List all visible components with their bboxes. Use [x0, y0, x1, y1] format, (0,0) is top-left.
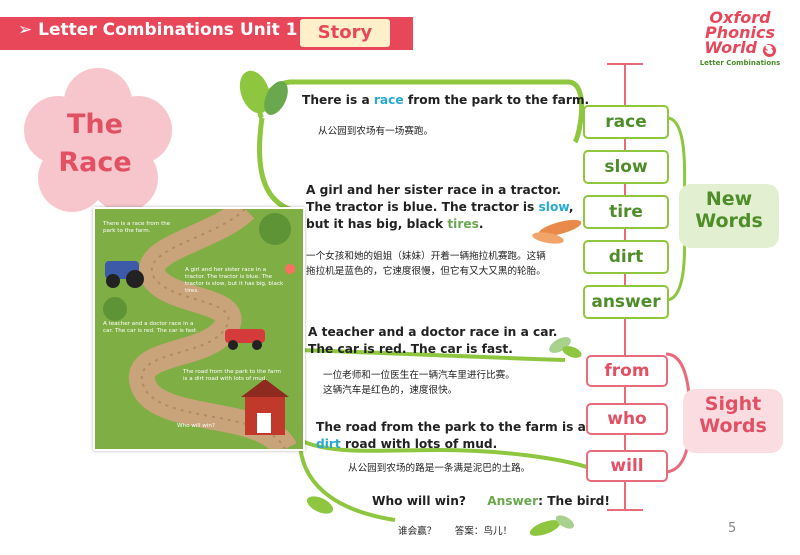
sentence-1-highlight: race	[373, 93, 404, 107]
sentence-3-chinese: 一位老师和一位医生在一辆汽车里进行比赛。 这辆汽车是红色的，速度很快。	[323, 368, 515, 398]
sentence-2-line3-end: .	[478, 217, 484, 231]
sentence-5-english: Who will win? Answer: The bird!	[372, 493, 610, 510]
sentence-2-chinese-line1: 一个女孩和她的姐姐（妹妹）开着一辆拖拉机赛跑。这辆	[306, 251, 546, 262]
new-word-dirt: dirt	[583, 240, 669, 274]
sentence-5-answer: : The bird!	[538, 494, 610, 508]
sight-word-will: will	[586, 450, 668, 482]
sentence-4-english: The road from the park to the farm is a …	[316, 419, 586, 453]
unit-title: ➢ Letter Combinations Unit 1	[18, 20, 297, 40]
logo-line3: World 5	[690, 40, 790, 57]
sentence-3-english: A teacher and a doctor race in a car. Th…	[308, 324, 557, 358]
logo-level-badge: 5	[762, 44, 776, 57]
page-number: 5	[728, 521, 737, 536]
story-title-line1: The	[67, 109, 123, 140]
sentence-2-line2-text: The tractor is blue. The tractor is	[306, 200, 539, 214]
story-text-5: Who will win?	[177, 423, 215, 429]
story-text-2: A girl and her sister race in a tractor.…	[185, 267, 284, 294]
sentence-5-chinese: 谁会赢？ 答案：鸟儿！	[398, 524, 512, 539]
sentence-2-highlight-slow: slow	[538, 200, 569, 214]
series-logo: Oxford Phonics World 5 Letter Combinatio…	[690, 10, 790, 70]
sentence-1-english: There is a race from the park to the far…	[302, 92, 589, 109]
sentence-1-text-b: from the park to the farm.	[403, 93, 590, 107]
sentence-2-chinese-line2: 拖拉机是蓝色的，它速度很慢，但它有又大又黑的轮胎。	[306, 266, 546, 277]
sentence-2-line3-text: but it has big, black	[306, 217, 448, 231]
sentence-1-text-a: There is a	[302, 93, 374, 107]
sentence-3-line2: The car is red. The car is fast.	[308, 342, 513, 356]
sight-word-who: who	[586, 403, 668, 435]
sentence-2-line3: but it has big, black tires.	[306, 216, 573, 233]
sentence-4-chinese: 从公园到农场的路是一条满是泥巴的土路。	[348, 463, 531, 474]
sentence-2-chinese: 一个女孩和她的姐姐（妹妹）开着一辆拖拉机赛跑。这辆 拖拉机是蓝色的，它速度很慢，…	[306, 249, 546, 279]
story-text-3: A teacher and a doctor race in a car. Th…	[103, 321, 198, 334]
sentence-3-chinese-line2: 这辆汽车是红色的，速度很快。	[323, 385, 458, 396]
sentence-4-highlight-dirt: dirt	[316, 437, 341, 451]
new-word-race: race	[583, 105, 669, 139]
arrow-icon: ➢	[18, 20, 33, 40]
sentence-5-chinese-question: 谁会赢？	[398, 526, 437, 537]
story-title: The Race	[40, 106, 150, 182]
sight-words-label: Sight Words	[683, 389, 783, 453]
sentence-3-line1: A teacher and a doctor race in a car.	[308, 325, 558, 339]
sentence-4-line2-text: road with lots of mud.	[340, 437, 498, 451]
new-word-answer: answer	[583, 285, 669, 319]
section-label: Story	[300, 19, 390, 47]
story-illustration-art	[103, 209, 297, 449]
answer-label: Answer	[487, 494, 539, 508]
sentence-5-chinese-answer: 答案：鸟儿！	[454, 526, 513, 537]
sentence-2-line1: A girl and her sister race in a tractor.	[306, 183, 562, 197]
story-illustration: There is a race from the park to the far…	[93, 207, 305, 451]
sentence-2-line2-end: ,	[568, 200, 574, 214]
sight-words-label-line2: Words	[699, 415, 767, 437]
sentence-4-line2: dirt road with lots of mud.	[316, 436, 586, 453]
new-word-slow: slow	[583, 150, 669, 184]
story-text-1: There is a race from the park to the far…	[103, 221, 171, 234]
sight-word-from: from	[586, 355, 668, 387]
sentence-1-chinese: 从公园到农场有一场赛跑。	[318, 126, 434, 137]
logo-subtitle: Letter Combinations	[699, 59, 781, 67]
story-title-line2: Race	[58, 147, 132, 178]
new-words-label-line1: New	[705, 188, 753, 210]
sentence-2-line2: The tractor is blue. The tractor is slow…	[306, 199, 573, 216]
logo-line1: Oxford	[709, 8, 771, 27]
new-word-tire: tire	[583, 195, 669, 229]
sentence-3-chinese-line1: 一位老师和一位医生在一辆汽车里进行比赛。	[323, 370, 515, 381]
flower-shape	[24, 68, 172, 212]
sentence-5-question: Who will win?	[372, 494, 466, 508]
story-text-4: The road from the park to the farm is a …	[183, 369, 281, 382]
new-words-label-line2: Words	[695, 210, 763, 232]
sentence-2-highlight-tires: tires	[447, 217, 479, 231]
logo-line3-text: World	[704, 38, 757, 57]
sentence-4-line1: The road from the park to the farm is a	[316, 420, 586, 434]
logo-line2: Phonics	[705, 23, 775, 42]
sight-words-label-line1: Sight	[704, 393, 762, 415]
unit-title-text: Letter Combinations Unit 1	[38, 20, 298, 40]
new-words-label: New Words	[679, 184, 779, 248]
sentence-2-english: A girl and her sister race in a tractor.…	[306, 182, 573, 233]
